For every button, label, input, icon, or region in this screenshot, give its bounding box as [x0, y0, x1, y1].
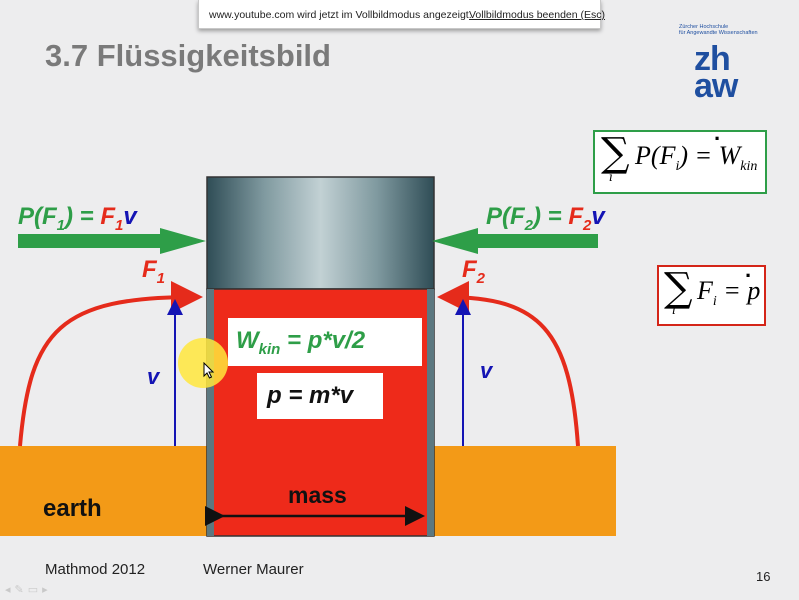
kinetic-energy-formula: Wkin = p*v/2	[236, 327, 366, 358]
red-force-curve-left	[18, 281, 203, 447]
green-arrow-left	[18, 228, 206, 254]
left-velocity-label: v	[147, 364, 160, 389]
sum-index: i	[672, 303, 676, 317]
momentum-formula: p = m*v	[267, 382, 354, 409]
power-dot: ·	[714, 126, 722, 151]
green-arrow-right	[432, 228, 598, 254]
earth-label: earth	[43, 495, 102, 522]
fullscreen-message: www.youtube.com wird jetzt im Vollbildmo…	[209, 9, 472, 21]
power-equation-text: P(Fi) = Wkin	[635, 141, 758, 175]
cylinder-wall-left	[207, 289, 214, 536]
page-number: 16	[756, 569, 771, 584]
slide-controls: ◂✎▭▸	[5, 583, 52, 596]
earth-right	[433, 446, 616, 536]
logo-mark-top: zh	[694, 40, 731, 78]
mass-label: mass	[288, 482, 347, 508]
slide-title: 3.7 Flüssigkeitsbild	[45, 38, 331, 73]
right-force-label: F2	[462, 256, 486, 287]
fullscreen-banner: www.youtube.com wird jetzt im Vollbildmo…	[198, 0, 605, 29]
pen-icon[interactable]: ✎	[14, 584, 28, 596]
menu-icon[interactable]: ▭	[27, 584, 43, 596]
momentum-box: p = m*v	[257, 373, 383, 419]
play-icon[interactable]: ◂	[5, 584, 15, 596]
left-force-label: F1	[142, 256, 166, 287]
momentum-equation-box: ∑ i Fi = p ·	[657, 263, 766, 326]
power-equation-box: ∑ i P(Fi) = Wkin ·	[593, 126, 767, 194]
exit-fullscreen-link[interactable]: Vollbildmodus beenden (Esc)	[469, 9, 605, 21]
earth-left	[0, 446, 209, 536]
momentum-equation-text: Fi = p	[697, 276, 761, 310]
footer-author: Werner Maurer	[203, 561, 304, 578]
momentum-dot: ·	[745, 263, 753, 288]
laser-pointer-highlight	[178, 338, 228, 388]
sum-index: i	[609, 170, 613, 184]
logo-caption: Zürcher Hochschule für Angewandte Wissen…	[679, 24, 758, 36]
left-power-label: P(F1) = F1v	[18, 203, 137, 234]
footer-event: Mathmod 2012	[45, 561, 146, 578]
red-force-curve-right	[437, 281, 580, 447]
sum-symbol: ∑	[601, 130, 630, 176]
sum-symbol: ∑	[664, 265, 693, 311]
forward-icon[interactable]: ▸	[42, 584, 52, 596]
right-velocity-label: v	[480, 358, 493, 383]
kinetic-energy-box: Wkin = p*v/2	[228, 318, 422, 366]
mouse-cursor-icon	[203, 362, 215, 379]
logo-mark-bottom: aw	[694, 67, 738, 105]
cylinder-wall-right	[427, 289, 434, 536]
cylinder-top	[206, 176, 435, 290]
right-power-label: P(F2) = F2v	[486, 203, 605, 234]
